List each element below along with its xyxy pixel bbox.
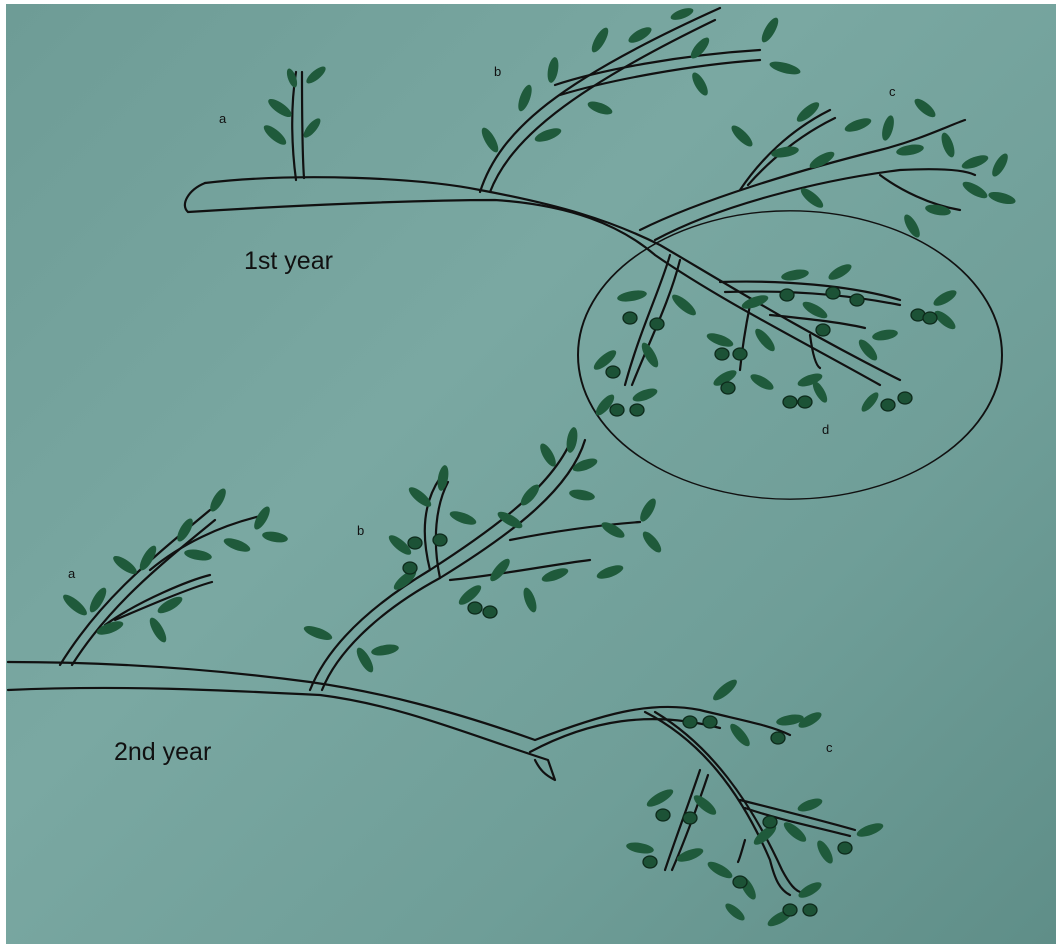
label-first-year: 1st year xyxy=(244,247,333,276)
label-d-first-year: d xyxy=(822,422,829,437)
second-year-branch xyxy=(8,430,855,895)
label-a-second-year: a xyxy=(68,566,75,581)
second-year-leaves xyxy=(60,426,885,929)
label-b-second-year: b xyxy=(357,523,364,538)
label-c-first-year: c xyxy=(889,84,896,99)
first-year-fruiting-shoot xyxy=(591,261,959,418)
label-a-first-year: a xyxy=(219,111,226,126)
first-year-branch xyxy=(185,8,975,385)
first-year-leaves xyxy=(261,6,1017,240)
label-b-first-year: b xyxy=(494,64,501,79)
shoot-a-first-year xyxy=(292,72,296,180)
label-c-second-year: c xyxy=(826,740,833,755)
label-second-year: 2nd year xyxy=(114,738,211,767)
highlight-circle-d xyxy=(578,211,1002,499)
